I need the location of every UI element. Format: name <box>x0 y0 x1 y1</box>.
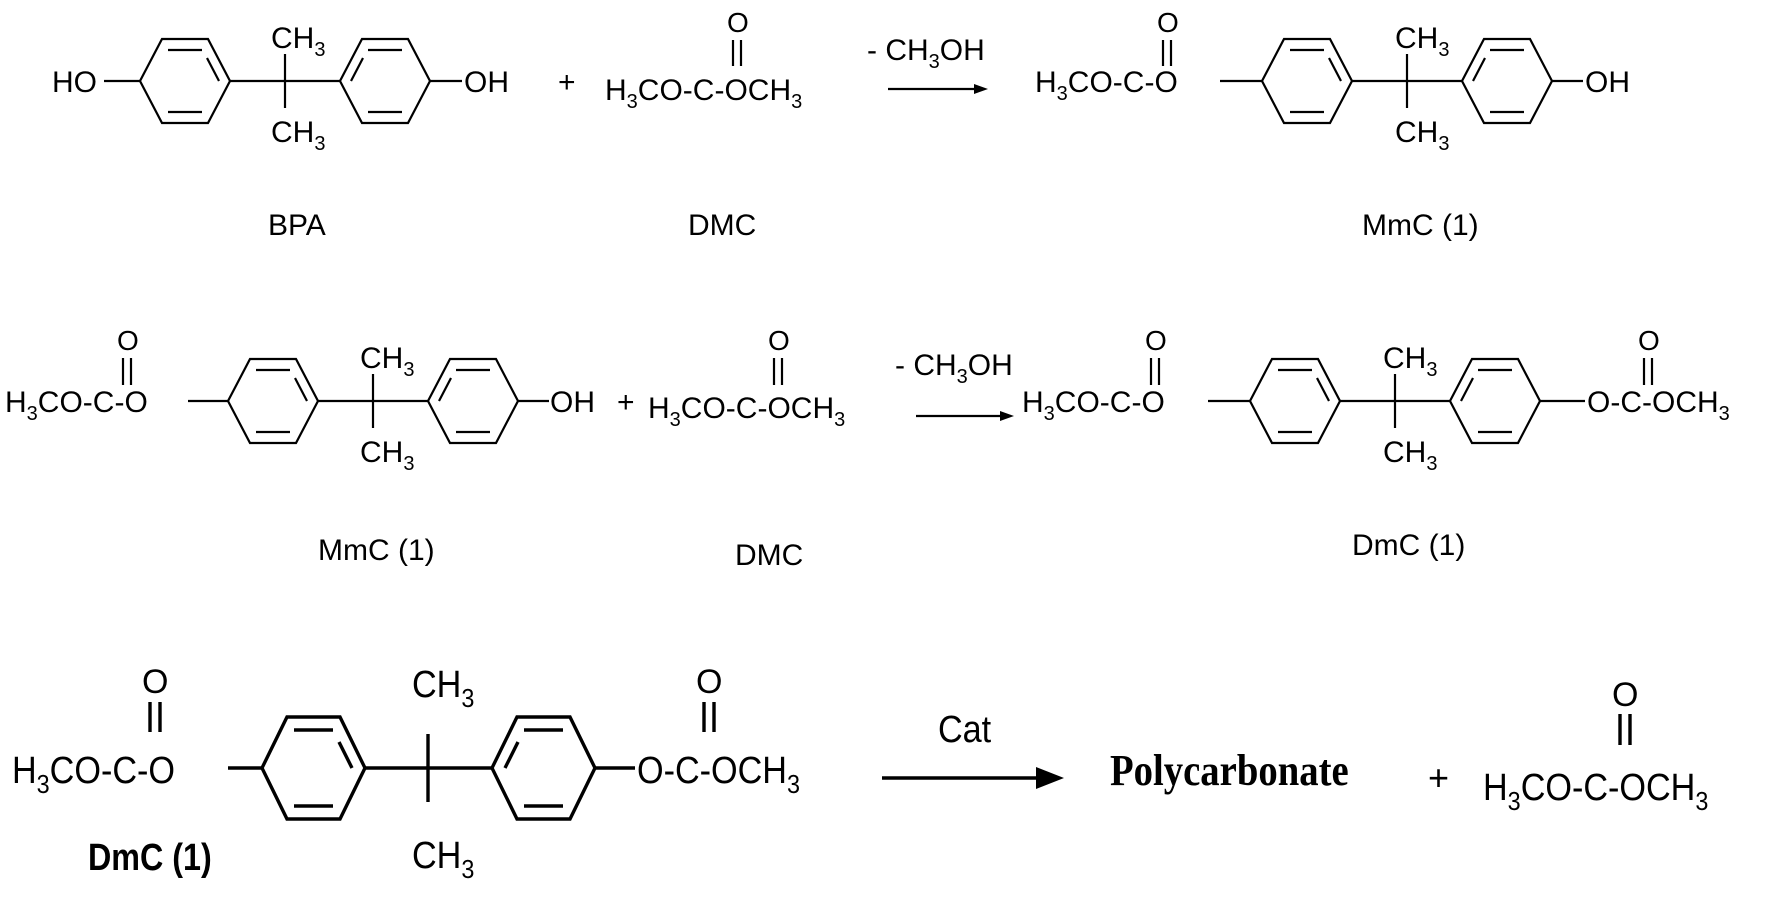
arrow-2: - CH3OH <box>895 349 1014 421</box>
dmc-label-2: DMC <box>735 539 803 572</box>
svg-text:O: O <box>727 7 749 38</box>
svg-text:CH3: CH3 <box>1395 22 1449 61</box>
bpa-structure: HO CH3 CH3 OH <box>52 22 509 155</box>
svg-text:O: O <box>768 325 790 356</box>
polycarbonate-label: Polycarbonate <box>1110 746 1349 795</box>
arrow-1: - CH3OH <box>867 34 988 94</box>
svg-text:CH3: CH3 <box>412 662 474 713</box>
svg-text:O: O <box>1612 676 1638 714</box>
dmc-structure-1: O H3CO-C-OCH3 <box>605 7 802 113</box>
arrow-3: Cat <box>882 707 1064 789</box>
dmc-label-3: DmC (1) <box>88 837 212 879</box>
plus-1: + <box>558 66 576 99</box>
svg-text:- CH3OH: - CH3OH <box>895 349 1013 388</box>
svg-text:H3CO-C-O: H3CO-C-O <box>1022 386 1165 425</box>
dmc-product-structure-2: O H3CO-C-O CH3 CH3 O O-C-OCH3 <box>1022 325 1730 475</box>
svg-text:H3CO-C-O: H3CO-C-O <box>1035 66 1178 105</box>
svg-text:OH: OH <box>464 66 509 99</box>
svg-text:- CH3OH: - CH3OH <box>867 34 985 73</box>
svg-text:O: O <box>1145 325 1167 356</box>
svg-text:H3CO-C-O: H3CO-C-O <box>12 748 175 799</box>
bpa-label: BPA <box>268 209 326 242</box>
svg-text:O: O <box>117 325 139 356</box>
catalyst-label: Cat <box>938 707 991 750</box>
dmc-product-label: DmC (1) <box>1352 529 1465 562</box>
mmc-label-1: MmC (1) <box>1362 209 1479 242</box>
plus-2: + <box>617 386 635 419</box>
svg-text:CH3: CH3 <box>271 116 325 155</box>
mmc-structure-1: O H3CO-C-O CH3 CH3 OH <box>1035 7 1630 155</box>
svg-text:HO: HO <box>52 66 97 99</box>
svg-text:CH3: CH3 <box>1383 342 1437 381</box>
svg-text:H3CO-C-OCH3: H3CO-C-OCH3 <box>605 74 802 113</box>
svg-text:CH3: CH3 <box>360 436 414 475</box>
svg-text:H3CO-C-O: H3CO-C-O <box>5 386 148 425</box>
svg-text:CH3: CH3 <box>412 833 474 884</box>
plus-3: + <box>1428 757 1449 798</box>
mmc-structure-2: O H3CO-C-O CH3 CH3 OH <box>5 325 595 475</box>
svg-text:OH: OH <box>1585 66 1630 99</box>
dmc-label-1: DMC <box>688 209 756 242</box>
svg-text:O: O <box>1157 7 1179 38</box>
svg-text:CH3: CH3 <box>360 342 414 381</box>
svg-text:O-C-OCH3: O-C-OCH3 <box>637 748 800 799</box>
svg-text:CH3: CH3 <box>271 22 325 61</box>
svg-text:O: O <box>1638 325 1660 356</box>
svg-text:O: O <box>696 663 722 701</box>
dmc-structure-2: O H3CO-C-OCH3 <box>648 325 845 431</box>
svg-text:O: O <box>142 663 168 701</box>
mmc-label-2: MmC (1) <box>318 534 435 567</box>
svg-text:OH: OH <box>550 386 595 419</box>
dmc-coproduct-structure: O H3CO-C-OCH3 <box>1483 676 1708 816</box>
svg-text:CH3: CH3 <box>1383 436 1437 475</box>
svg-text:H3CO-C-OCH3: H3CO-C-OCH3 <box>648 392 845 431</box>
svg-text:H3CO-C-OCH3: H3CO-C-OCH3 <box>1483 765 1708 816</box>
svg-text:O-C-OCH3: O-C-OCH3 <box>1587 386 1730 425</box>
svg-text:CH3: CH3 <box>1395 116 1449 155</box>
